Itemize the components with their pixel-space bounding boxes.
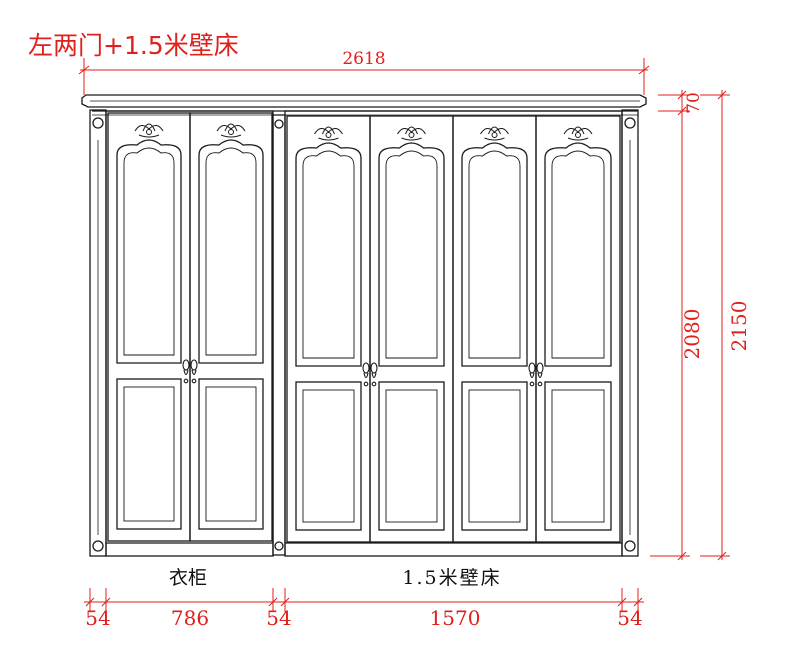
overall-height-dim: 2150 [727, 301, 751, 352]
wardrobe-body [105, 110, 274, 557]
door-handle [182, 359, 190, 384]
crest-ornament [480, 126, 509, 141]
wardrobe-label: 衣柜 [169, 567, 207, 589]
bed-width-dim: 1570 [430, 606, 481, 630]
door-leaf [369, 115, 454, 543]
door-leaf [189, 112, 273, 542]
door-handle [370, 362, 378, 387]
crest-ornament [134, 123, 164, 138]
middle-side-dim: 54 [266, 606, 291, 630]
crest-ornament [397, 126, 426, 141]
crest-ornament [314, 126, 343, 141]
door-leaf [107, 112, 191, 542]
overall-width-dim: 2618 [342, 49, 385, 69]
dimension-lines [78, 58, 730, 612]
door-handle [528, 362, 536, 387]
middle-pilaster [272, 114, 286, 556]
door-panels [107, 112, 621, 543]
drawing-title: 左两门+1.5米壁床 [28, 31, 239, 60]
wall-bed-body [284, 110, 623, 557]
right-pilaster [621, 109, 639, 557]
wall-bed-label: 1.5米壁床 [402, 567, 501, 589]
door-handle [362, 362, 370, 387]
crown-molding [81, 94, 647, 116]
door-leaf [535, 115, 621, 543]
right-side-dim: 54 [617, 606, 642, 630]
door-handle [536, 362, 544, 387]
left-pilaster [89, 109, 107, 557]
left-side-dim: 54 [85, 606, 110, 630]
crown-height-dim: 70 [684, 92, 704, 114]
door-leaf [452, 115, 537, 543]
door-handle [190, 359, 198, 384]
wardrobe-width-dim: 786 [171, 606, 209, 630]
crest-ornament [563, 126, 593, 141]
door-leaf [286, 115, 371, 543]
body-height-dim: 2080 [680, 309, 704, 360]
furniture [81, 94, 647, 557]
crest-ornament [216, 123, 246, 138]
